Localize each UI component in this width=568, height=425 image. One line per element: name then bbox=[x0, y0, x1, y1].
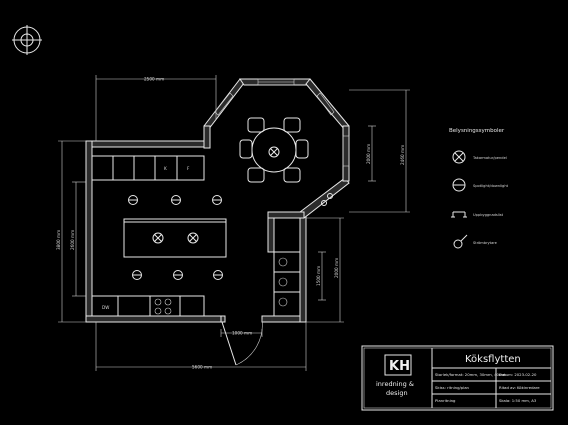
cabinet-dw-label: DW bbox=[102, 305, 109, 310]
dim-left-inner: 2600 mm bbox=[70, 230, 75, 250]
ceiling-lamps bbox=[152, 146, 280, 244]
spotlight-icon bbox=[173, 270, 183, 280]
spotlight-icon bbox=[213, 270, 223, 280]
dim-right-upper-outer: 2460 mm bbox=[400, 145, 405, 165]
dining-set bbox=[239, 117, 309, 183]
dimension-lines: 2500 mm 3800 mm 2600 mm 5600 mm 1000 mm … bbox=[56, 75, 410, 371]
legend-title: Belysningssymboler bbox=[449, 128, 505, 134]
ceiling-lamp-icon bbox=[452, 150, 466, 164]
lower-counter: DW bbox=[91, 295, 205, 317]
dim-right-lower-inner: 1500 mm bbox=[316, 266, 321, 286]
wall-light-icon bbox=[451, 211, 467, 218]
spotlight-icon bbox=[452, 178, 466, 192]
title-block-row2-left: Skiss: ritning/plan bbox=[435, 385, 470, 390]
dim-door-width: 1000 mm bbox=[232, 331, 252, 336]
ceiling-lamp-icon bbox=[187, 232, 199, 244]
dim-right-upper-inner: 2000 mm bbox=[366, 144, 371, 164]
cabinet-f-label: F bbox=[187, 166, 190, 171]
legend-item-spotlight: Spotlight/downlight bbox=[473, 184, 509, 188]
cooktop-icon bbox=[154, 298, 172, 315]
spotlight-icon bbox=[132, 270, 142, 280]
title-block-row2-right: Ritad av: Kökinredare bbox=[499, 385, 540, 390]
spotlight-icon bbox=[128, 195, 138, 205]
walls bbox=[85, 78, 350, 323]
spotlight-icon bbox=[171, 195, 181, 205]
upper-cabinets: K F bbox=[91, 155, 205, 181]
wall-lights bbox=[321, 193, 333, 206]
switch-icon bbox=[453, 234, 468, 249]
title-block-row3-right: Skala: 1:50 mm, A3 bbox=[499, 398, 537, 403]
dim-right-lower-outer: 2000 mm bbox=[334, 258, 339, 278]
title-block-row3-left: Planritning bbox=[435, 398, 456, 403]
cabinet-k-label: K bbox=[164, 166, 167, 171]
windows bbox=[214, 78, 350, 167]
company-name-line2: design bbox=[386, 389, 408, 397]
title-block-row1-right: Datum: 2023-02-20 bbox=[499, 372, 537, 377]
ceiling-lamp-icon bbox=[268, 146, 280, 158]
legend: Belysningssymboler Takarmatur/pendel Spo… bbox=[449, 128, 509, 249]
company-name-line1: inredning & bbox=[376, 380, 414, 388]
company-logo: KH bbox=[389, 359, 410, 374]
legend-item-ceiling-lamp: Takarmatur/pendel bbox=[472, 156, 507, 160]
dim-left-outer: 3800 mm bbox=[56, 230, 61, 250]
title-block: KH inredning & design Köksflytten Storle… bbox=[361, 345, 554, 411]
dim-bottom-width: 5600 mm bbox=[192, 365, 212, 370]
door-swing bbox=[220, 315, 263, 366]
legend-item-wall-light: Uppbyggnadslist bbox=[473, 213, 504, 217]
spotlight-icon bbox=[212, 195, 222, 205]
compass-icon bbox=[12, 25, 42, 55]
appliance-column bbox=[273, 251, 301, 317]
spotlights bbox=[128, 195, 223, 280]
title-block-row1-left: Storlek/format: 20mm, 30mm, 40mm bbox=[435, 372, 507, 377]
ceiling-lamp-icon bbox=[152, 232, 164, 244]
drawing-title: Köksflytten bbox=[465, 354, 521, 365]
dim-top-width: 2500 mm bbox=[144, 77, 164, 82]
legend-item-switch: Strömbrytare bbox=[473, 241, 498, 245]
kitchen-island bbox=[123, 218, 227, 258]
